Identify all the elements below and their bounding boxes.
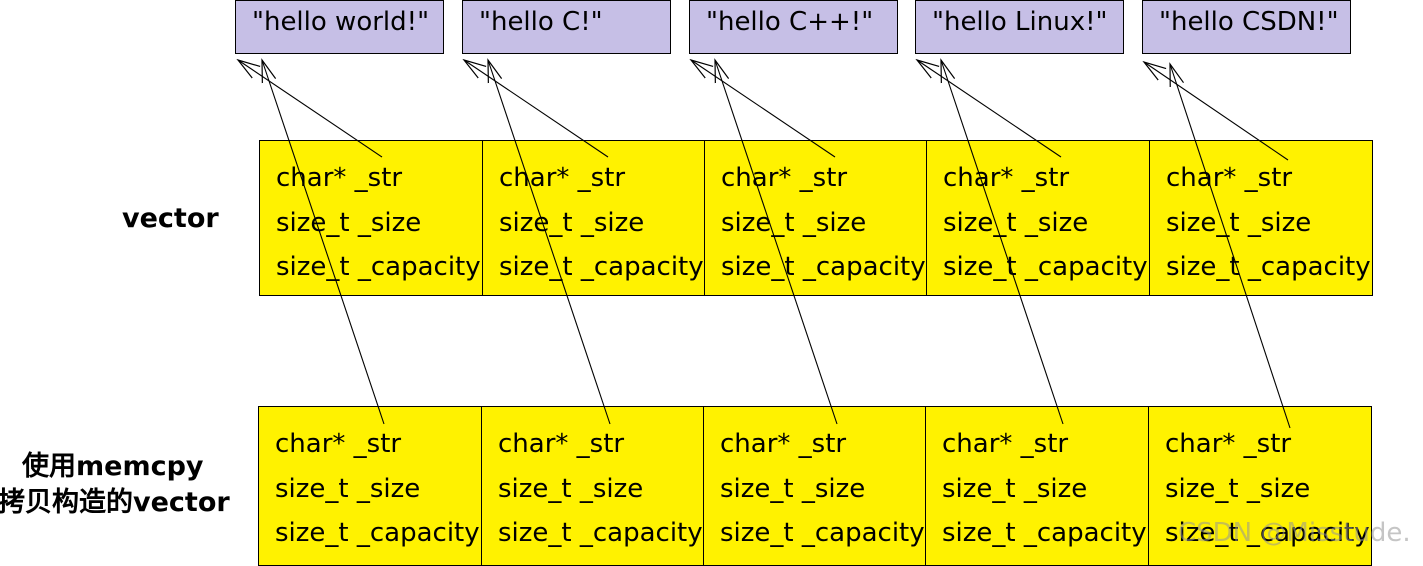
field-str: char* _str — [276, 163, 403, 193]
field-str: char* _str — [275, 429, 402, 459]
vector-element-1: char* _str size_t _size size_t _capacity — [260, 141, 483, 295]
vector-label: vector — [122, 203, 219, 234]
string-box-3: "hello C++!" — [689, 0, 898, 54]
field-str: char* _str — [1166, 163, 1293, 193]
field-capacity: size_t _capacity — [499, 252, 704, 282]
vector-pointer-arrow-1 — [238, 60, 383, 158]
field-capacity: size_t _capacity — [721, 252, 926, 282]
vector-element-3: char* _str size_t _size size_t _capacity — [705, 141, 927, 295]
copied-pointer-arrow-4 — [941, 60, 1064, 425]
copy-vector-label-line1: 使用memcpy — [22, 451, 204, 482]
vector-element-4: char* _str size_t _size size_t _capacity — [927, 141, 1150, 295]
copied-pointer-arrow-3 — [715, 60, 838, 425]
field-capacity: size_t _capacity — [276, 252, 481, 282]
vector-row: char* _str size_t _size size_t _capacity… — [259, 140, 1373, 296]
watermark: CSDN @Misstude. — [1178, 518, 1411, 548]
copied-pointer-arrow-5 — [1170, 64, 1291, 429]
field-str: char* _str — [943, 163, 1070, 193]
field-capacity: size_t _capacity — [275, 518, 480, 548]
field-size: size_t _size — [498, 473, 644, 504]
string-box-5: "hello CSDN!" — [1142, 0, 1351, 54]
string-box-1: "hello world!" — [235, 0, 444, 54]
copied-pointer-arrow-2 — [488, 60, 611, 425]
field-str: char* _str — [498, 429, 625, 459]
field-str: char* _str — [1165, 429, 1292, 459]
copied-pointer-arrow-1 — [262, 60, 385, 425]
copied-element-1: char* _str size_t _size size_t _capacity — [259, 407, 482, 565]
field-capacity: size_t _capacity — [943, 252, 1148, 282]
field-size: size_t _size — [943, 207, 1089, 238]
vector-pointer-arrow-3 — [691, 60, 836, 158]
field-capacity: size_t _capacity — [498, 518, 703, 548]
field-str: char* _str — [721, 163, 848, 193]
field-size: size_t _size — [1165, 473, 1311, 504]
field-str: char* _str — [942, 429, 1069, 459]
field-str: char* _str — [720, 429, 847, 459]
vector-element-5: char* _str size_t _size size_t _capacity — [1150, 141, 1372, 295]
field-capacity: size_t _capacity — [1166, 252, 1371, 282]
field-size: size_t _size — [942, 473, 1088, 504]
vector-element-2: char* _str size_t _size size_t _capacity — [483, 141, 705, 295]
field-capacity: size_t _capacity — [942, 518, 1147, 548]
field-size: size_t _size — [499, 207, 645, 238]
field-size: size_t _size — [276, 207, 422, 238]
field-str: char* _str — [499, 163, 626, 193]
copy-vector-label-line2: 拷贝构造的vector — [0, 487, 230, 518]
string-box-2: "hello C!" — [462, 0, 671, 54]
copied-vector-row: char* _str size_t _size size_t _capacity… — [258, 406, 1372, 566]
field-size: size_t _size — [1166, 207, 1312, 238]
field-capacity: size_t _capacity — [1165, 518, 1370, 548]
string-box-4: "hello Linux!" — [915, 0, 1124, 54]
vector-pointer-arrow-5 — [1144, 62, 1289, 161]
field-size: size_t _size — [275, 473, 421, 504]
copied-element-2: char* _str size_t _size size_t _capacity — [482, 407, 704, 565]
field-size: size_t _size — [721, 207, 867, 238]
field-size: size_t _size — [720, 473, 866, 504]
copied-element-5: char* _str size_t _size size_t _capacity — [1149, 407, 1371, 565]
field-capacity: size_t _capacity — [720, 518, 925, 548]
vector-pointer-arrow-4 — [917, 60, 1062, 158]
copied-element-4: char* _str size_t _size size_t _capacity — [926, 407, 1149, 565]
copied-element-3: char* _str size_t _size size_t _capacity — [704, 407, 926, 565]
vector-pointer-arrow-2 — [464, 60, 609, 158]
